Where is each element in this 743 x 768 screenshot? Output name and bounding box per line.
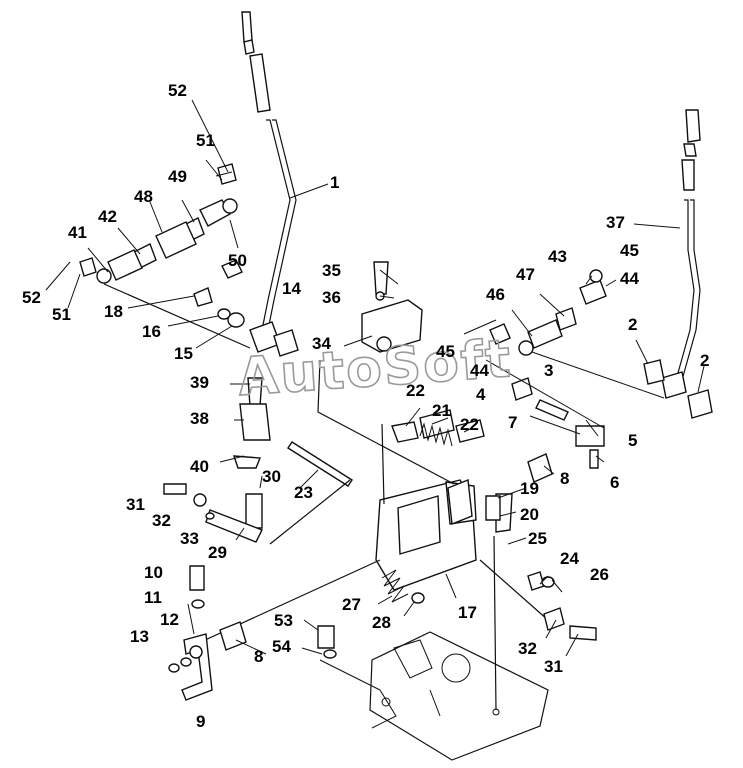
callout-35: 35 xyxy=(322,261,341,280)
callout-9: 9 xyxy=(196,712,205,731)
callout-51-top: 51 xyxy=(196,131,215,150)
callout-34: 34 xyxy=(312,334,331,353)
callout-37: 37 xyxy=(606,213,625,232)
left-control-lever xyxy=(241,11,297,353)
callout-40: 40 xyxy=(190,457,209,476)
springs xyxy=(381,422,453,603)
callout-2-right: 2 xyxy=(700,351,709,370)
callout-52-top: 52 xyxy=(168,81,187,100)
lower-left-parts xyxy=(163,483,425,701)
callout-18: 18 xyxy=(104,302,123,321)
callout-53: 53 xyxy=(274,611,293,630)
callout-47: 47 xyxy=(516,265,535,284)
callout-33: 33 xyxy=(180,529,199,548)
callout-28: 28 xyxy=(372,613,391,632)
callout-24: 24 xyxy=(560,549,579,568)
callout-10: 10 xyxy=(144,563,163,582)
callout-6: 6 xyxy=(610,473,619,492)
callout-8-right: 8 xyxy=(560,469,569,488)
callout-45-right: 45 xyxy=(620,241,639,260)
callout-54: 54 xyxy=(272,637,291,656)
callout-42: 42 xyxy=(98,207,117,226)
callout-22-top: 22 xyxy=(406,381,425,400)
callout-14: 14 xyxy=(282,279,301,298)
right-rod-assembly xyxy=(447,269,665,641)
callout-17: 17 xyxy=(458,603,477,622)
callout-1: 1 xyxy=(330,173,339,192)
callout-7: 7 xyxy=(508,413,517,432)
callout-21: 21 xyxy=(432,401,451,420)
callout-30: 30 xyxy=(262,467,281,486)
left-rod-assembly xyxy=(79,163,251,349)
callout-15: 15 xyxy=(174,344,193,363)
callout-16: 16 xyxy=(142,322,161,341)
callout-36: 36 xyxy=(322,288,341,307)
callout-39: 39 xyxy=(190,373,209,392)
callout-46: 46 xyxy=(486,285,505,304)
callout-32-right: 32 xyxy=(518,639,537,658)
callout-3: 3 xyxy=(544,361,553,380)
base-plate xyxy=(369,631,549,761)
callout-20: 20 xyxy=(520,505,539,524)
callout-labels: 52 51 48 49 42 41 52 51 50 18 16 15 1 14… xyxy=(22,81,709,731)
callout-41: 41 xyxy=(68,223,87,242)
callout-52-left: 52 xyxy=(22,288,41,307)
callout-48: 48 xyxy=(134,187,153,206)
callout-31-right: 31 xyxy=(544,657,563,676)
callout-50: 50 xyxy=(228,251,247,270)
callout-22-lower: 22 xyxy=(460,415,479,434)
callout-13: 13 xyxy=(130,627,149,646)
callout-25: 25 xyxy=(528,529,547,548)
callout-8-left: 8 xyxy=(254,647,263,666)
callout-5: 5 xyxy=(628,431,637,450)
callout-2-left: 2 xyxy=(628,315,637,334)
callout-19: 19 xyxy=(520,479,539,498)
callout-11: 11 xyxy=(144,588,162,607)
callout-43: 43 xyxy=(548,247,567,266)
callout-31-left: 31 xyxy=(126,495,145,514)
callout-27: 27 xyxy=(342,595,361,614)
callout-51-left: 51 xyxy=(52,305,71,324)
leader-lines-right xyxy=(219,223,705,657)
callout-26: 26 xyxy=(590,565,609,584)
callout-44-mid: 44 xyxy=(470,361,489,380)
callout-23: 23 xyxy=(294,483,313,502)
callout-32-left: 32 xyxy=(152,511,171,530)
callout-29: 29 xyxy=(208,543,227,562)
callout-49: 49 xyxy=(168,167,187,186)
callout-38: 38 xyxy=(190,409,209,428)
callout-44-right: 44 xyxy=(620,269,639,288)
callout-45-mid: 45 xyxy=(436,342,455,361)
callout-4: 4 xyxy=(476,385,486,404)
callout-12: 12 xyxy=(160,610,179,629)
leader-lines-left xyxy=(45,99,329,349)
right-control-lever xyxy=(643,109,713,419)
